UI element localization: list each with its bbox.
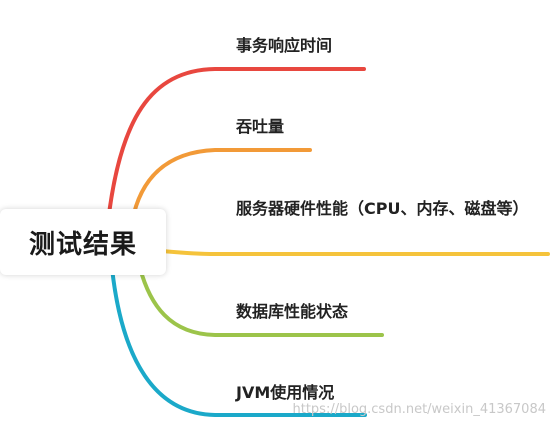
connector-branch-5: [110, 266, 367, 417]
root-node[interactable]: 测试结果: [0, 209, 166, 275]
connector-branch-2: [130, 148, 312, 224]
branch-label-server-hardware[interactable]: 服务器硬件性能（CPU、内存、磁盘等）: [236, 199, 529, 218]
branch-label-throughput[interactable]: 吞吐量: [236, 117, 285, 136]
branch-label-database-status[interactable]: 数据库性能状态: [236, 302, 349, 321]
branch-label-response-time[interactable]: 事务响应时间: [236, 36, 333, 55]
watermark-text: https://blog.csdn.net/weixin_41367084: [292, 402, 546, 417]
connector-branch-3: [148, 248, 550, 256]
branch-label-jvm-usage[interactable]: JVM使用情况: [236, 383, 335, 402]
connector-branch-1: [106, 67, 366, 224]
connector-branch-4: [138, 266, 384, 337]
